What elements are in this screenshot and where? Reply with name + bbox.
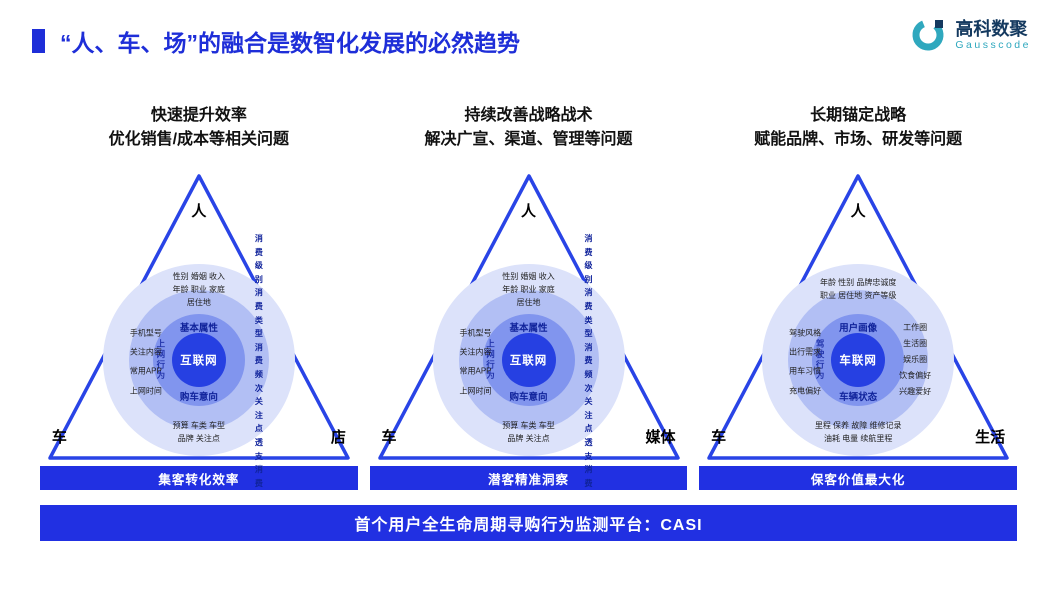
- ring-label-top: 用户画像: [839, 323, 878, 334]
- center-circle-label: 互联网: [171, 333, 226, 387]
- data-cluster-top: 年龄 性别 品牌忠诚度 职业 居住地 资产等级: [819, 278, 897, 300]
- triangle-diagram: 人 车 店 互联网 基本属性 购车意向 上网行为 消费级别 消费类型 消费频次 …: [44, 170, 354, 488]
- vertex-label-top: 人: [191, 203, 207, 220]
- vertex-label-top: 人: [850, 203, 866, 220]
- data-cluster-bottom: 预算 车类 车型 品牌 关注点: [502, 421, 555, 443]
- vertex-label-right: 店: [330, 429, 346, 446]
- data-cluster-right: 工作圈 生活圈 娱乐圈 饮食偏好 兴趣爱好: [899, 323, 932, 396]
- vertex-label-left: 车: [51, 429, 67, 446]
- page-title: “人、车、场”的融合是数智化发展的必然趋势: [60, 30, 520, 56]
- column-heading: 快速提升效率 优化销售/成本等相关问题: [109, 104, 289, 152]
- column-heading: 长期锚定战略 赋能品牌、市场、研发等问题: [754, 104, 962, 152]
- center-circle-label: 互联网: [501, 333, 556, 387]
- column-customer-acquisition: 快速提升效率 优化销售/成本等相关问题 人 车 店 互联网 基本属性 购车意向 …: [40, 104, 358, 490]
- ring-label-bottom: 购车意向: [179, 392, 218, 403]
- ring-label-right-list: 消费级别 消费类型 消费频次 关注点 透支消费: [584, 233, 593, 488]
- ring-label-bottom: 车辆状态: [839, 392, 878, 403]
- column-heading-line2: 解决广宣、渠道、管理等问题: [424, 131, 633, 148]
- column-banner: 保客价值最大化: [699, 466, 1018, 490]
- vertex-label-right: 生活: [975, 429, 1006, 446]
- data-cluster-left: 手机型号 关注内容 常用APP 上网时间: [129, 328, 162, 396]
- columns: 快速提升效率 优化销售/成本等相关问题 人 车 店 互联网 基本属性 购车意向 …: [0, 104, 1057, 490]
- column-heading-line1: 长期锚定战略: [810, 107, 907, 124]
- logo-name: 高科数聚: [955, 18, 1028, 39]
- center-circle-label: 车联网: [831, 333, 886, 387]
- ring-label-vertical: 上网行为: [155, 339, 166, 381]
- header: “人、车、场”的融合是数智化发展的必然趋势: [0, 0, 1057, 58]
- ring-label-top: 基本属性: [179, 323, 218, 334]
- data-cluster-left: 手机型号 关注内容 常用APP 上网时间: [459, 328, 492, 396]
- column-banner: 潜客精准洞察: [369, 466, 688, 490]
- logo-subname: Gausscode: [955, 39, 1031, 52]
- ring-label-right-list: 消费级别 消费类型 消费频次 关注点 透支消费: [254, 233, 263, 488]
- column-prospect-insight: 持续改善战略战术 解决广宣、渠道、管理等问题 人 车 媒体 互联网 基本属性 购…: [369, 104, 688, 490]
- gausscode-ring-icon: [910, 17, 946, 53]
- vertex-label-left: 车: [711, 429, 727, 446]
- ring-label-vertical: 驾驶行为: [815, 339, 826, 381]
- data-cluster-top: 性别 婚姻 收入 年龄 职业 家庭 居住地: [172, 271, 226, 307]
- column-customer-retention: 长期锚定战略 赋能品牌、市场、研发等问题 人 车 生活 车联网 用户画像 车辆状…: [699, 104, 1018, 490]
- ring-label-vertical: 上网行为: [485, 339, 496, 381]
- vertex-label-left: 车: [381, 429, 397, 446]
- column-heading-line1: 持续改善战略战术: [464, 107, 593, 124]
- bottom-banner: 首个用户全生命周期寻购行为监测平台：CASI: [40, 505, 1017, 541]
- logo: 高科数聚 Gausscode: [910, 17, 1031, 53]
- column-heading-line2: 赋能品牌、市场、研发等问题: [754, 131, 963, 148]
- triangle-diagram: 人 车 生活 车联网 用户画像 车辆状态 驾驶行为 年龄 性别 品牌忠诚度 职业…: [703, 170, 1013, 462]
- column-heading-line2: 优化销售/成本等相关问题: [108, 131, 290, 148]
- data-cluster-bottom: 里程 保养 故障 维修记录 油耗 电量 续航里程: [814, 421, 902, 443]
- data-cluster-top: 性别 婚姻 收入 年龄 职业 家庭 居住地: [502, 271, 555, 307]
- logo-text: 高科数聚 Gausscode: [955, 19, 1031, 52]
- data-cluster-bottom: 预算 车类 车型 品牌 关注点: [172, 421, 226, 443]
- column-heading-line1: 快速提升效率: [150, 107, 247, 124]
- column-heading: 持续改善战略战术 解决广宣、渠道、管理等问题: [425, 104, 633, 152]
- column-banner: 集客转化效率: [40, 466, 358, 490]
- ring-label-top: 基本属性: [509, 323, 548, 334]
- ring-label-bottom: 购车意向: [509, 392, 548, 403]
- vertex-label-right: 媒体: [645, 429, 676, 446]
- triangle-diagram: 人 车 媒体 互联网 基本属性 购车意向 上网行为 消费级别 消费类型 消费频次…: [374, 170, 684, 488]
- data-cluster-left: 驾驶风格 出行需求 用车习惯 充电偏好: [789, 328, 822, 396]
- title-accent-bar: [32, 29, 45, 53]
- vertex-label-top: 人: [520, 203, 537, 220]
